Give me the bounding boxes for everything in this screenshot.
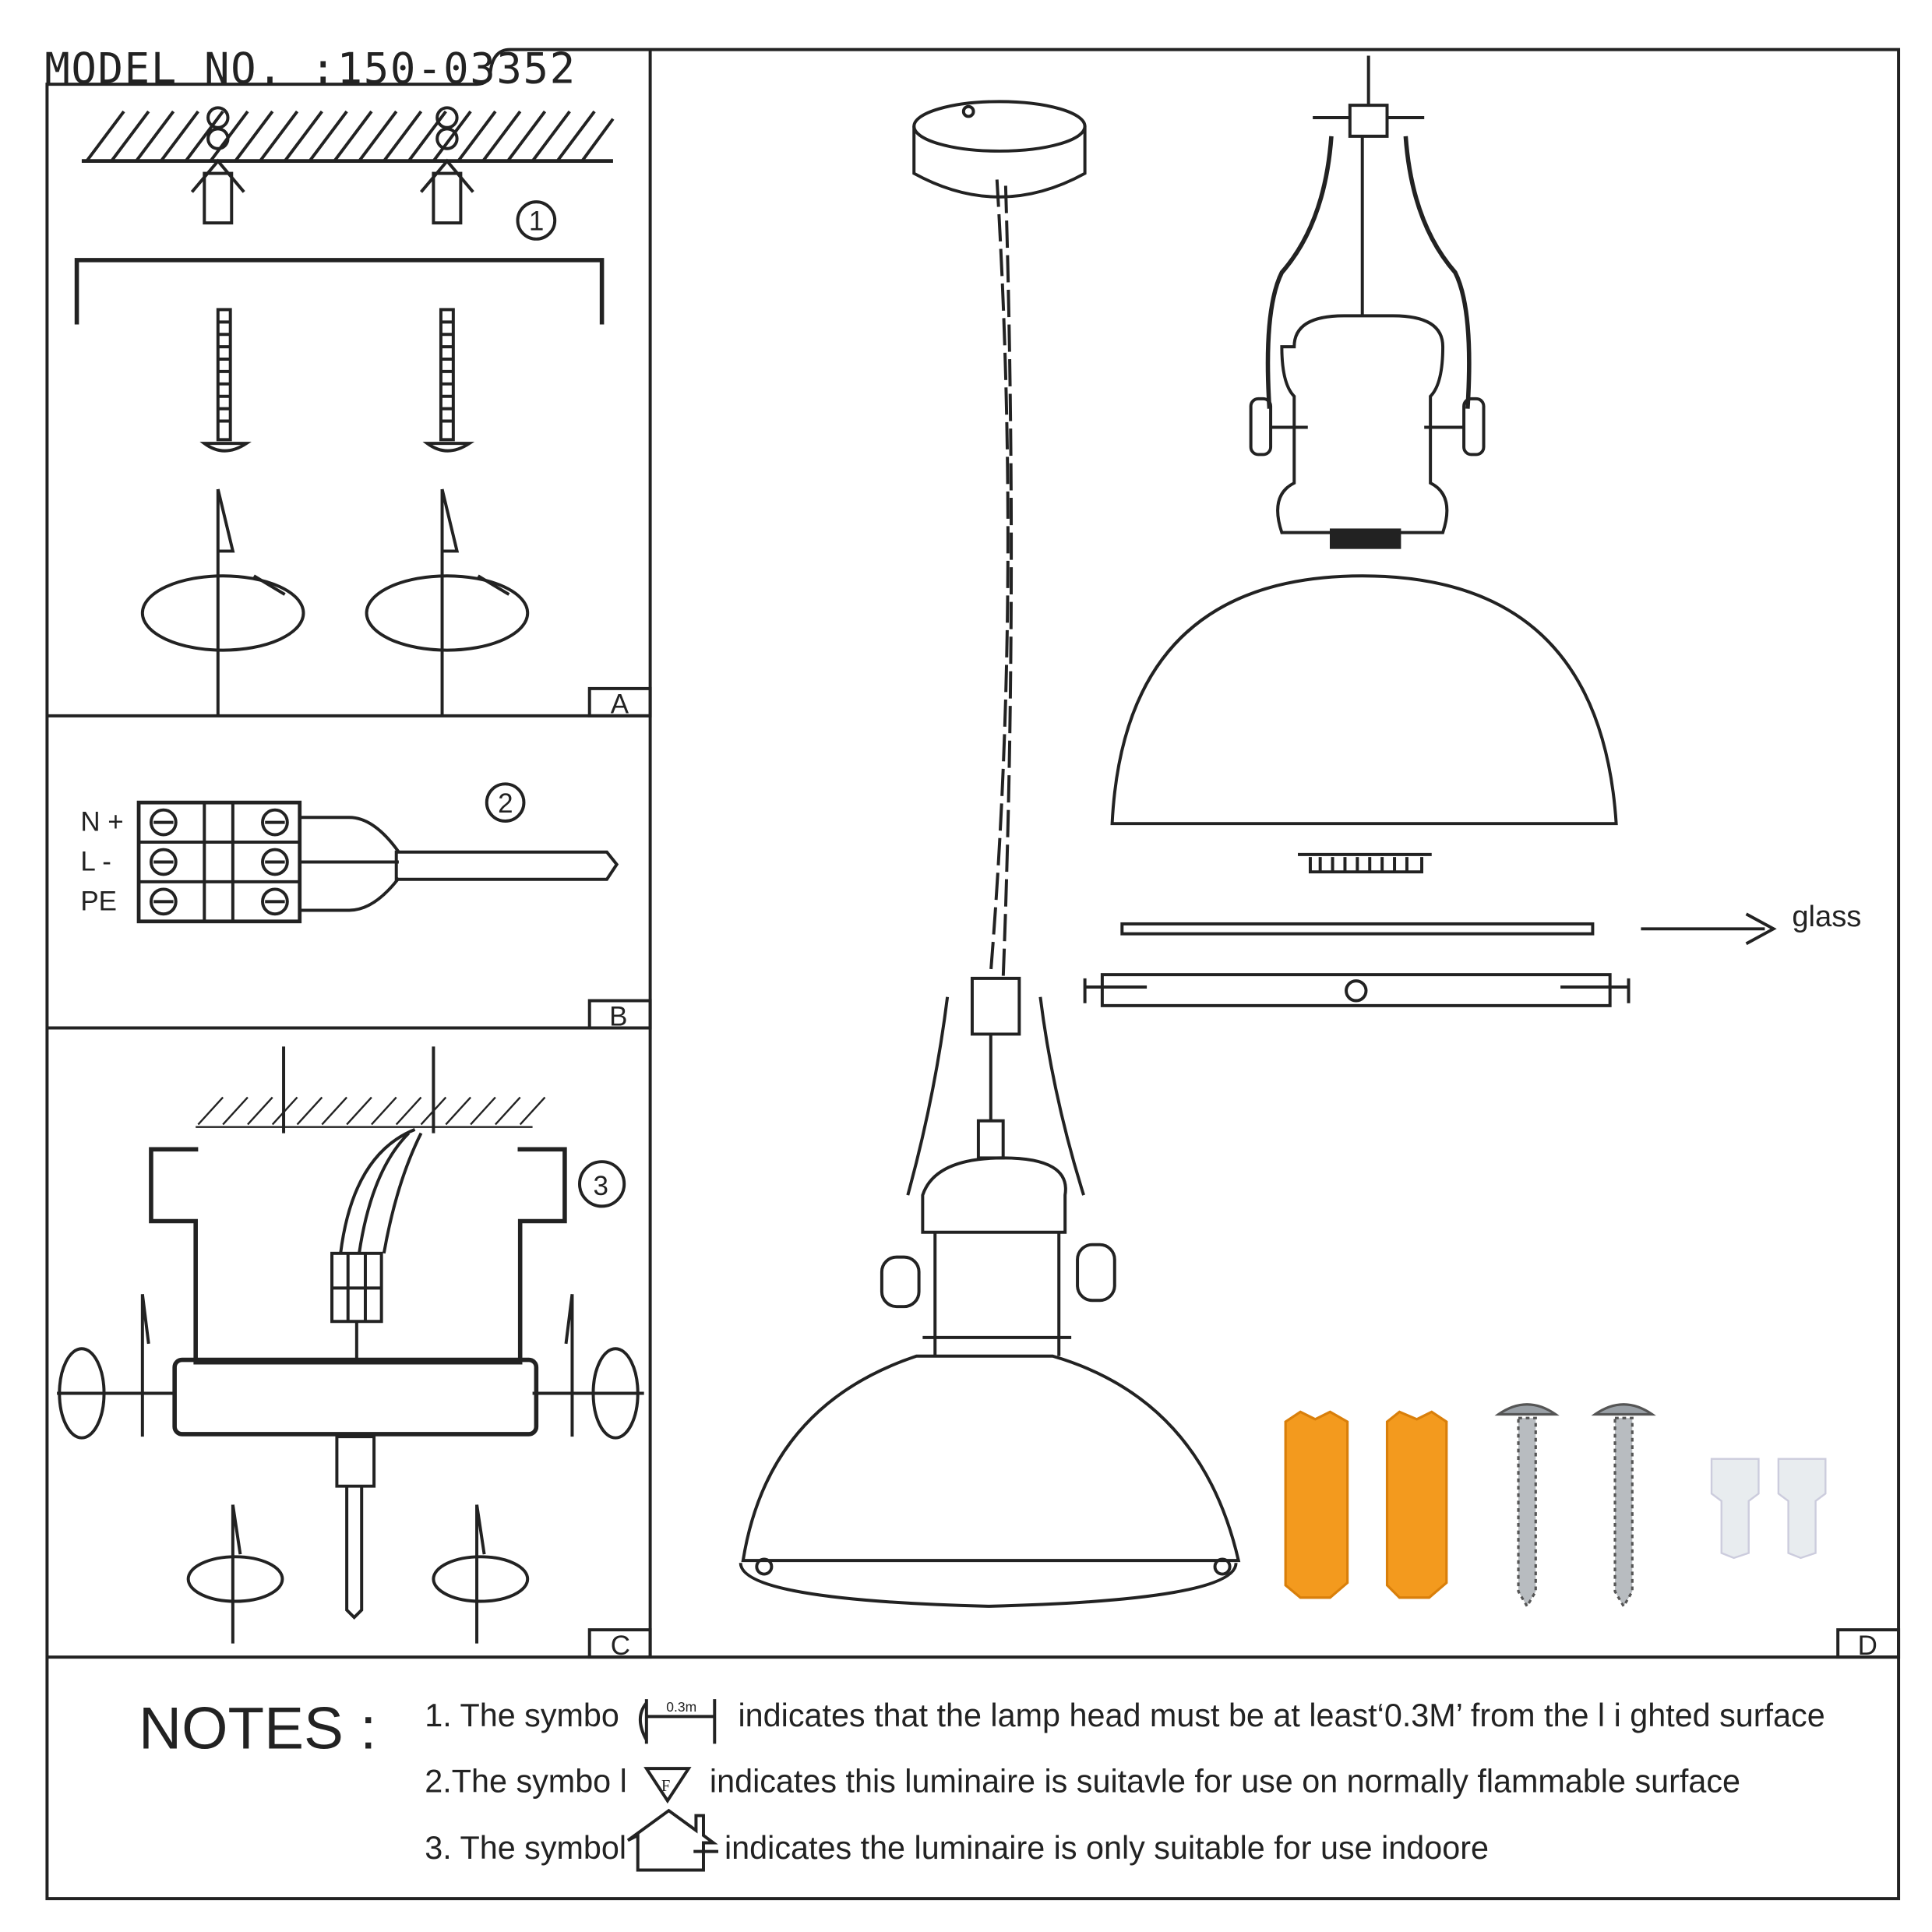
panel-d: glass D: [739, 55, 1901, 1661]
svg-text:F: F: [661, 1778, 671, 1795]
panel-b: N + L - PE 2 B: [80, 782, 652, 1031]
svg-text:0.3m: 0.3m: [666, 1699, 696, 1715]
terminal-block: [136, 800, 302, 924]
glass-label: glass: [1792, 900, 1861, 933]
wall-plug-icon: [1284, 1410, 1448, 1599]
power-cable: [299, 816, 619, 912]
shade-ring: [1298, 852, 1432, 874]
wall-anchor-icon: [190, 106, 474, 225]
lamp-shade: [1110, 574, 1618, 826]
panel-c: 3 C: [57, 1046, 652, 1661]
connector: [330, 1251, 383, 1359]
panel-a: 1 A: [74, 106, 652, 720]
terminal-label-l: L -: [80, 847, 111, 877]
note-2-end: indicates this luminaire is suitavle for…: [710, 1763, 1740, 1799]
distance-0.3m-icon: 0.3m: [638, 1699, 717, 1744]
rotate-arrow-icon: [57, 1294, 644, 1644]
note-3-start: 3. The symbol: [425, 1830, 626, 1866]
notes-section: NOTES : 1. The symbo 0.3m indicates that…: [139, 1696, 1825, 1872]
panel-label-b: B: [609, 1001, 627, 1031]
rotate-arrow-icon: [140, 488, 530, 716]
glass-pane: [1120, 922, 1595, 936]
indoor-house-icon: [626, 1808, 719, 1872]
notes-title: NOTES :: [139, 1696, 376, 1762]
step-number-3: 3: [593, 1171, 608, 1201]
assembled-pendant-lamp: [739, 100, 1241, 1608]
flammable-surface-icon: F: [643, 1767, 692, 1804]
wire-connector-icon: [1710, 1458, 1827, 1560]
note-1-start: 1. The symbo: [425, 1698, 619, 1733]
panel-label-a: A: [611, 689, 629, 720]
screw-icon: [1494, 1403, 1656, 1609]
screw-icon: [199, 308, 475, 453]
glass-arrow: [1641, 912, 1777, 946]
canopy-outline: [149, 1147, 567, 1365]
note-2-start: 2.The symbo l: [425, 1763, 627, 1799]
ceiling-hatch: [81, 110, 615, 164]
lamp-holder-frame: [1249, 55, 1486, 549]
step-number-2: 2: [498, 788, 513, 819]
model-number: MODEL NO. :150-03352: [44, 44, 576, 93]
note-1-end: indicates that the lamp head must be at …: [738, 1698, 1824, 1733]
terminal-label-pe: PE: [80, 886, 117, 916]
panel-label-d: D: [1858, 1631, 1877, 1661]
step-number-1: 1: [529, 206, 544, 237]
glass-retaining-bar: [1083, 973, 1631, 1007]
mounting-bracket: [74, 258, 605, 325]
note-3-end: indicates the luminaire is only suitable…: [724, 1830, 1489, 1866]
frame: [45, 48, 1901, 1901]
terminal-label-n: N +: [80, 807, 123, 837]
panel-label-c: C: [611, 1631, 630, 1661]
